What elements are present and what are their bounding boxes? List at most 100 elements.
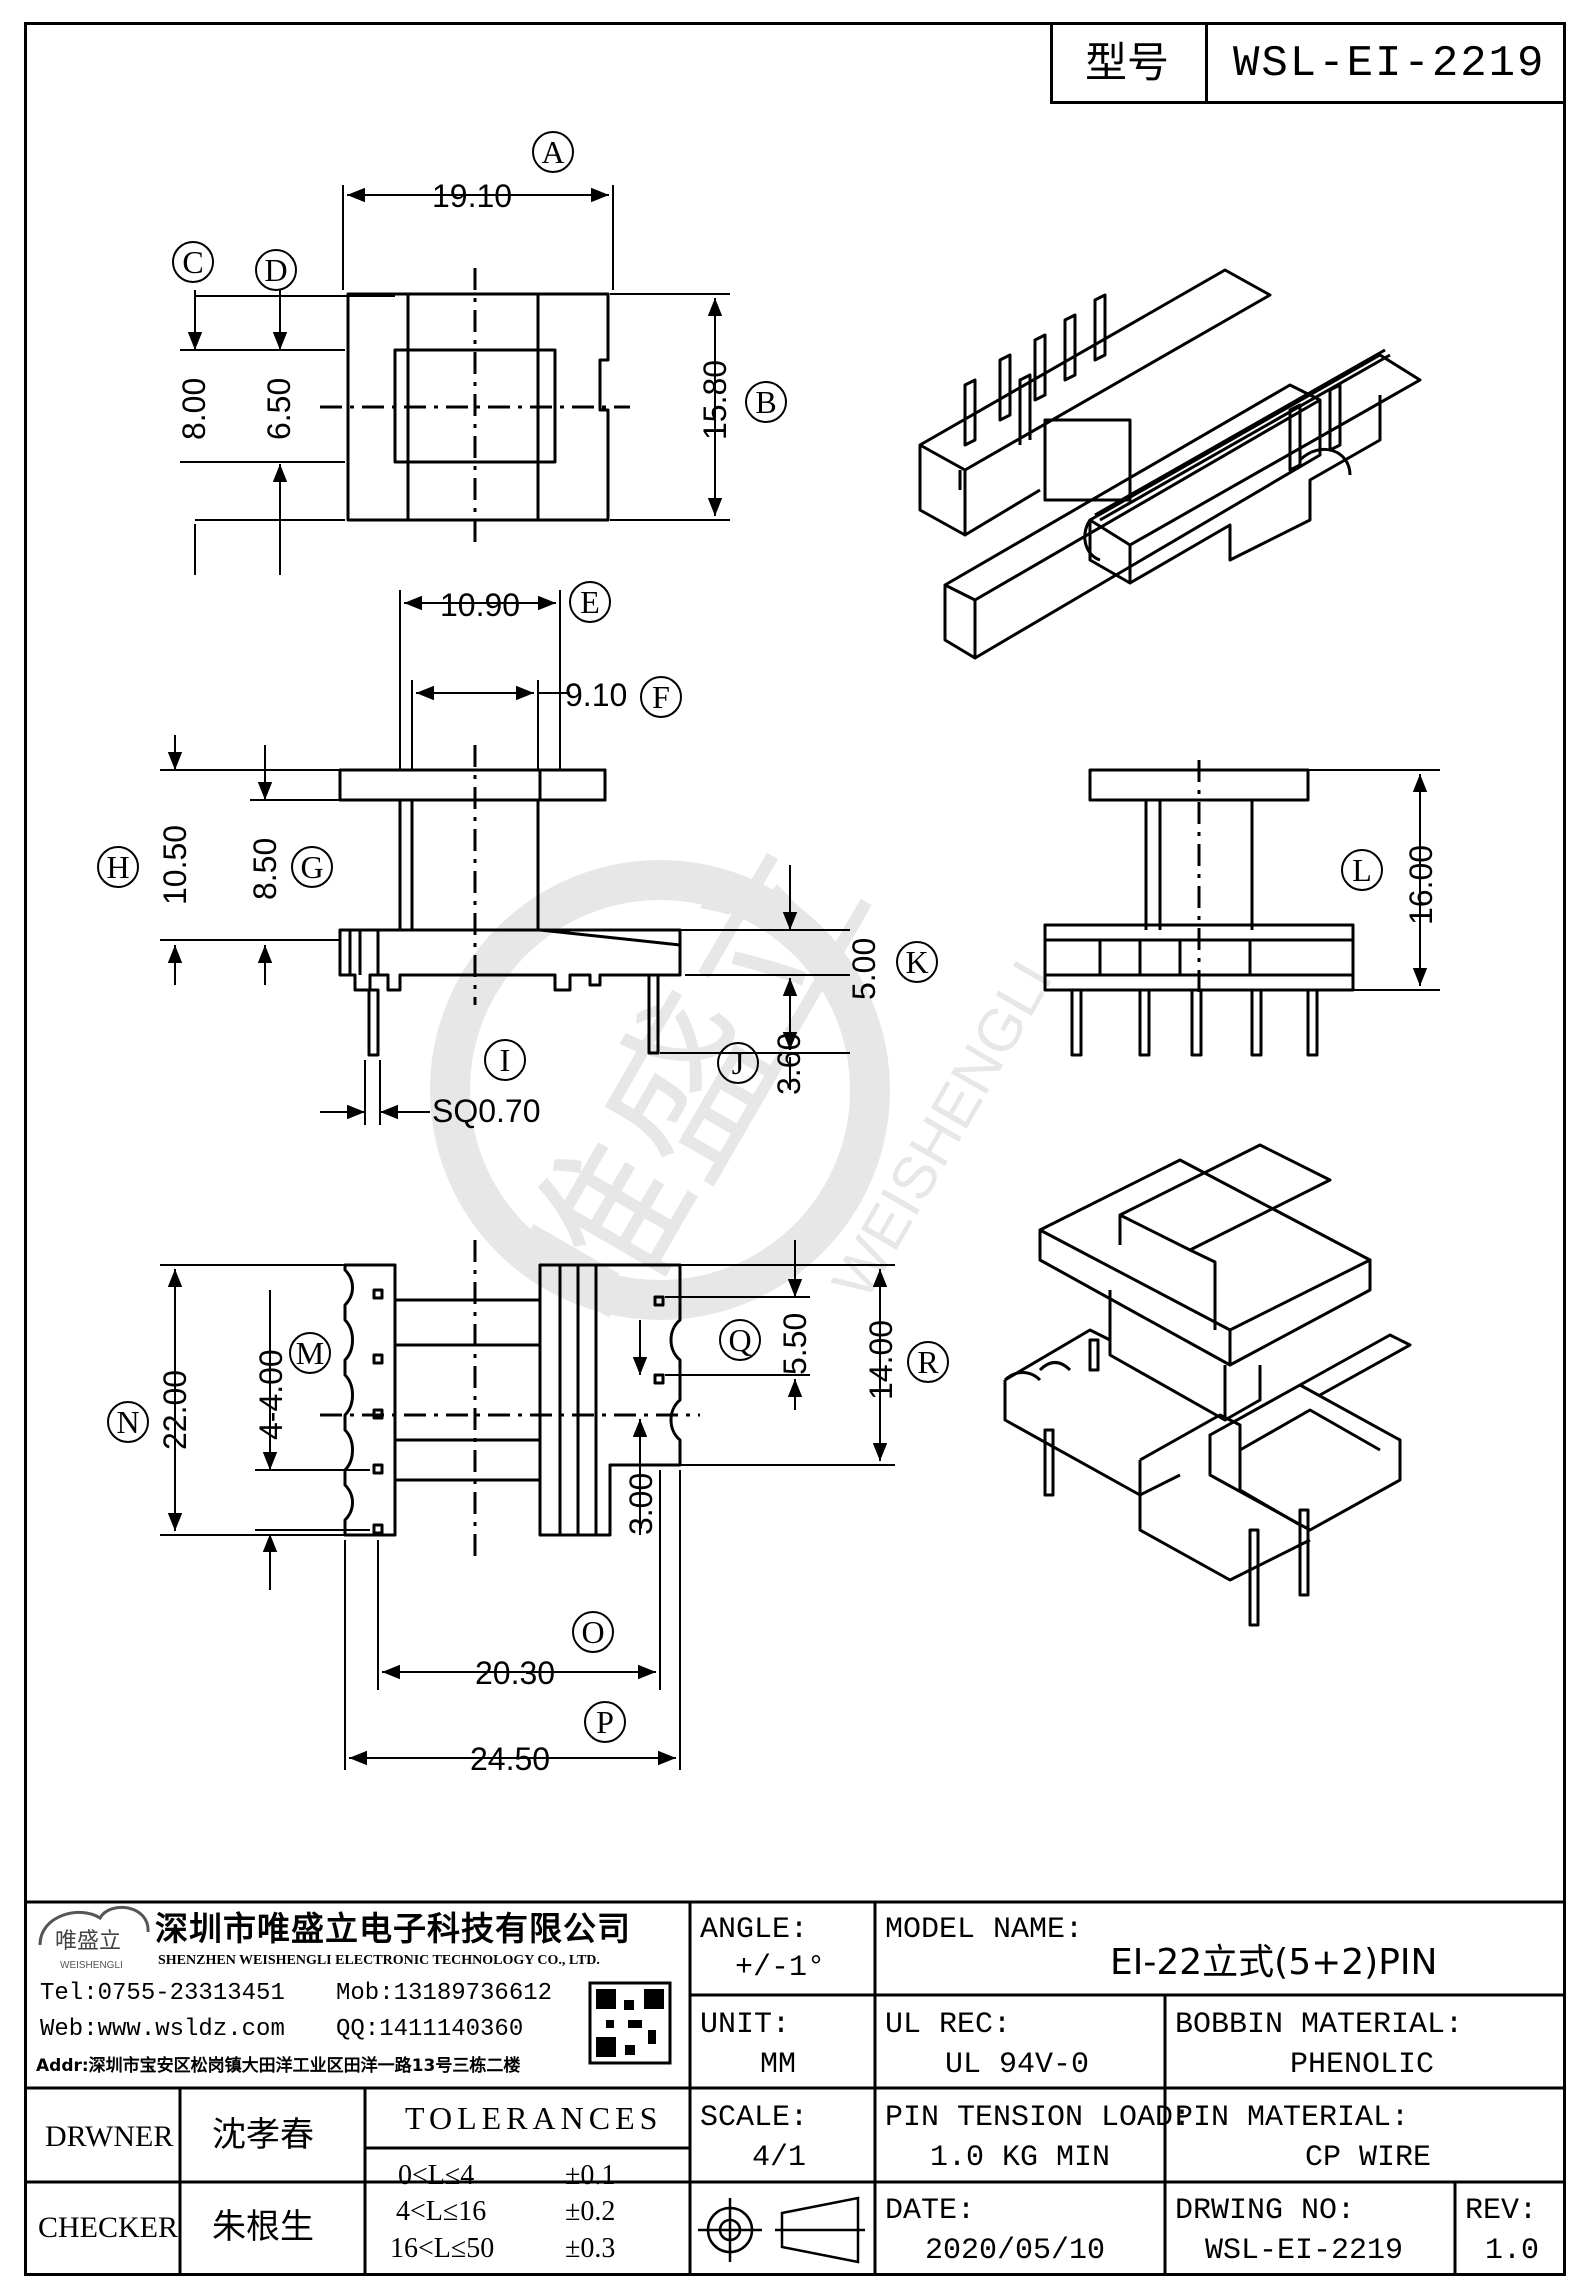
pin-tension-label: PIN TENSION LOAD:: [885, 2101, 1192, 2135]
unit-value: MM: [760, 2048, 797, 2082]
angle-value: +/-1°: [735, 1951, 826, 1985]
tol-row-2-value: ±0.2: [565, 2196, 616, 2227]
model-header-label: 型号: [1085, 38, 1170, 87]
dim-o-value: 20.30: [475, 1655, 555, 1691]
top-view: [320, 268, 630, 545]
checker-value: 朱根生: [212, 2207, 314, 2247]
tol-row-3-value: ±0.3: [565, 2233, 616, 2264]
label-o: O: [572, 1611, 614, 1653]
tol-row-1-value: ±0.1: [565, 2160, 616, 2191]
svg-text:C: C: [182, 244, 203, 280]
label-j: J: [717, 1042, 759, 1084]
pin-material-value: CP WIRE: [1305, 2141, 1432, 2175]
pin-material-label: PIN MATERIAL:: [1175, 2101, 1410, 2135]
company-logo: 唯盛立 WEISHENGLI: [38, 1905, 150, 1971]
dim-m-value: 4-4.00: [253, 1349, 289, 1440]
scale-value: 4/1: [752, 2141, 807, 2175]
model-name-value: EI-22立式(5+2)PIN: [1110, 1942, 1438, 1983]
svg-text:O: O: [581, 1614, 604, 1650]
dim-d-value: 6.50: [261, 378, 297, 440]
label-h: H: [97, 846, 139, 888]
label-k: K: [896, 941, 938, 983]
svg-text:H: H: [106, 849, 129, 885]
bobbin-material-value: PHENOLIC: [1290, 2048, 1435, 2082]
svg-text:E: E: [580, 584, 600, 620]
dim-a-value: 19.10: [432, 178, 512, 214]
svg-text:M: M: [296, 1335, 324, 1371]
tol-row-3-range: 16<L≤50: [390, 2233, 495, 2264]
dim-r-value: 14.00: [863, 1320, 899, 1400]
bottom-view: [320, 1240, 700, 1560]
tol-row-1-range: 0<L≤4: [398, 2160, 475, 2191]
label-i: I: [484, 1039, 526, 1081]
drawing-frame: [24, 22, 1566, 2276]
angle-label: ANGLE:: [700, 1913, 809, 1947]
dim-l-value: 16.00: [1403, 845, 1439, 925]
date-label: DATE:: [885, 2194, 976, 2228]
rev-label: REV:: [1465, 2194, 1538, 2228]
dim-e-value: 10.90: [440, 587, 520, 623]
drawer-label: DRWNER: [45, 2120, 174, 2153]
company-addr: Addr:深圳市宝安区松岗镇大田洋工业区田洋一路13号三栋二楼: [36, 2056, 521, 2076]
front-view: [338, 745, 682, 1057]
pin-tension-value: 1.0 KG MIN: [930, 2141, 1111, 2175]
company-name-cn: 深圳市唯盛立电子科技有限公司: [155, 1909, 631, 1948]
ul-label: UL REC:: [885, 2008, 1012, 2042]
iso-view-bottom: [1003, 1143, 1412, 1627]
label-a: A: [532, 131, 574, 173]
bobbin-material-label: BOBBIN MATERIAL:: [1175, 2008, 1464, 2042]
label-b: B: [745, 381, 787, 423]
svg-text:G: G: [300, 849, 323, 885]
title-block-grid: [24, 1900, 1566, 2276]
label-n: N: [107, 1401, 149, 1443]
checker-label: CHECKER: [38, 2211, 179, 2244]
dim-i-value: SQ0.70: [432, 1093, 541, 1129]
svg-text:D: D: [264, 252, 287, 288]
svg-text:N: N: [116, 1404, 139, 1440]
dim-h-value: 10.50: [157, 825, 193, 905]
label-q: Q: [719, 1319, 761, 1361]
label-c: C: [172, 241, 214, 283]
svg-text:P: P: [596, 1704, 614, 1740]
projection-symbol-icon: [698, 2196, 865, 2264]
tol-row-2-range: 4<L≤16: [396, 2196, 487, 2227]
date-value: 2020/05/10: [925, 2234, 1106, 2268]
company-web: Web:www.wsldz.com: [40, 2016, 285, 2043]
svg-text:L: L: [1352, 852, 1372, 888]
company-mob: Mob:13189736612: [336, 1980, 553, 2007]
svg-text:Q: Q: [728, 1322, 751, 1358]
dim-k-value: 5.00: [846, 938, 882, 1000]
label-e: E: [569, 581, 611, 623]
drwing-no-label: DRWING NO:: [1175, 2194, 1356, 2228]
svg-text:A: A: [541, 134, 564, 170]
side-view: [1043, 760, 1355, 1057]
dim-p-value: 24.50: [470, 1741, 550, 1777]
model-name-label: MODEL NAME:: [885, 1913, 1084, 1947]
ul-value: UL 94V-0: [945, 2048, 1090, 2082]
dim-s-value: 3.00: [623, 1473, 659, 1535]
svg-text:R: R: [917, 1344, 939, 1380]
tolerances-label: TOLERANCES: [405, 2100, 663, 2136]
label-p: P: [584, 1701, 626, 1743]
dim-j-value: 3.60: [771, 1033, 807, 1095]
unit-label: UNIT:: [700, 2008, 791, 2042]
company-tel: Tel:0755-23313451: [40, 1980, 285, 2007]
label-d: D: [255, 249, 297, 291]
label-m: M: [289, 1332, 331, 1374]
svg-text:J: J: [732, 1045, 744, 1081]
dim-g-value: 8.50: [247, 838, 283, 900]
watermark: 唯盛立 WEISHENGLI: [430, 816, 1065, 1356]
rev-value: 1.0: [1485, 2234, 1540, 2268]
dim-q-value: 5.50: [777, 1313, 813, 1375]
qr-code-icon: [588, 1981, 672, 2065]
label-f: F: [640, 676, 682, 718]
svg-text:F: F: [652, 679, 670, 715]
model-header: 型号 WSL-EI-2219: [1050, 22, 1566, 104]
drwing-no-value: WSL-EI-2219: [1205, 2234, 1404, 2268]
label-l: L: [1341, 849, 1383, 891]
dim-c-value: 8.00: [176, 378, 212, 440]
model-header-value: WSL-EI-2219: [1233, 39, 1546, 89]
logo-en: WEISHENGLI: [60, 1960, 123, 1971]
dim-f-value: 9.10: [565, 677, 627, 713]
